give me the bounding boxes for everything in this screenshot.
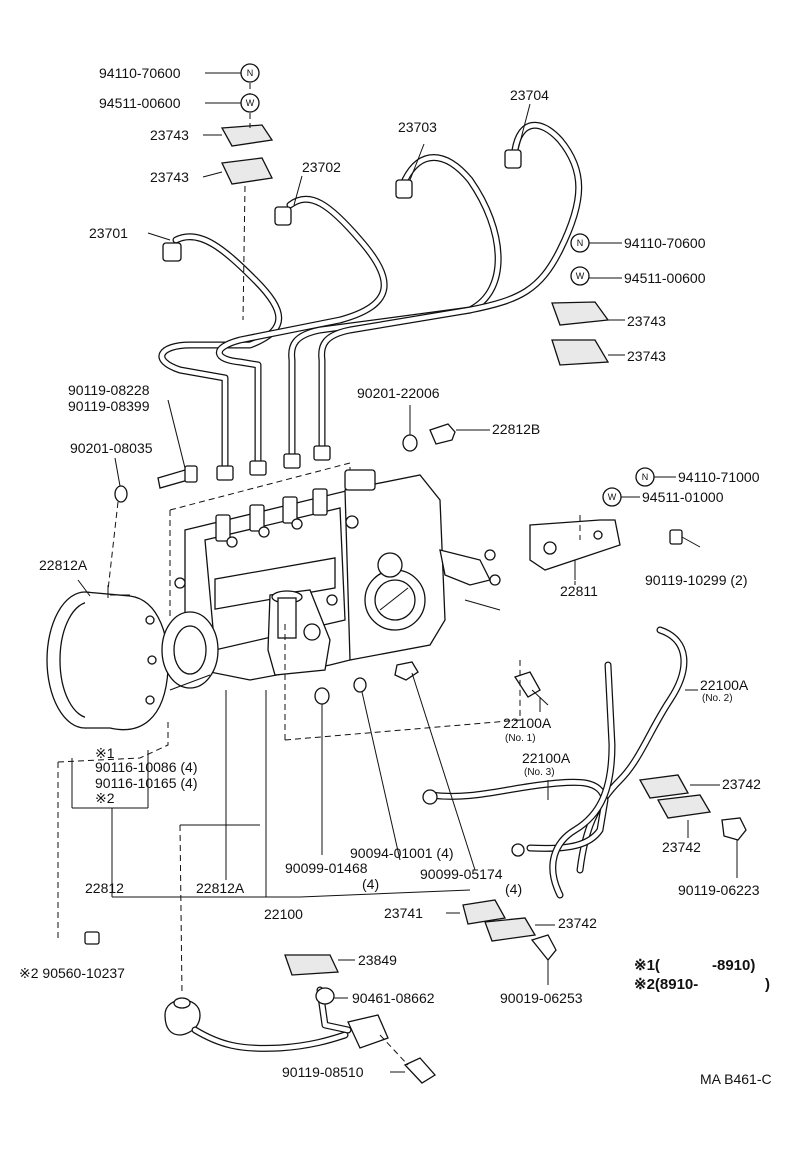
left-leader-lines <box>57 399 471 996</box>
clamp-23743-d-icon <box>551 339 610 366</box>
label-23704: 23704 <box>510 87 549 103</box>
label-90099-01468-qty: (4) <box>362 876 379 892</box>
part-labels: 94110-70600 94511-00600 23743 23743 2370… <box>19 65 761 1080</box>
label-90461-08662: 90461-08662 <box>352 990 435 1006</box>
label-23742-b: 23742 <box>662 839 701 855</box>
figure-code: MA B461-C <box>700 1071 772 1087</box>
legend-2-mark: ※2(8910- <box>634 976 698 993</box>
label-23742-a: 23742 <box>722 776 761 792</box>
label-mark-2: ※2 <box>95 790 115 806</box>
label-90119-08228: 90119-08228 <box>68 382 150 398</box>
washer-w-letter: W <box>246 98 255 108</box>
label-90099-01468: 90099-01468 <box>285 860 368 876</box>
clamp-group-top-left: N W <box>202 63 274 321</box>
label-90099-05174-qty: (4) <box>505 881 522 897</box>
legend-1-range: -8910) <box>712 957 755 974</box>
sensor-harness <box>84 931 436 1084</box>
label-90560-10237: ※2 90560-10237 <box>19 965 125 981</box>
label-mark-1: ※1 <box>95 745 115 761</box>
legend-1-mark: ※1( <box>634 957 660 974</box>
bracket-23849-icon <box>284 954 339 976</box>
clamp-23741-icon <box>462 899 507 925</box>
label-22812: 22812 <box>85 880 124 896</box>
washer-w-icon-right <box>570 266 590 286</box>
label-23743-b: 23743 <box>150 169 189 185</box>
label-22812B: 22812B <box>492 421 540 437</box>
clamp-23743-lower-icon <box>221 157 273 185</box>
label-22100A-no3-sub: (No. 3) <box>524 767 555 778</box>
label-22100A-no1-sub: (No. 1) <box>505 733 536 744</box>
label-90094-01001: 90094-01001 (4) <box>350 845 454 861</box>
plug-90560-icon <box>84 931 100 945</box>
label-94110-70600-top: 94110-70600 <box>99 65 181 81</box>
bracket-22811: N W <box>529 467 701 580</box>
nut-n-letter: N <box>247 68 254 78</box>
label-23743-d: 23743 <box>627 348 666 364</box>
label-23741: 23741 <box>384 905 423 921</box>
label-22100A-no2: 22100A <box>700 677 749 693</box>
washer-w-letter-right: W <box>576 271 585 281</box>
clamp-23742-c-icon <box>484 917 537 942</box>
label-94511-01000: 94511-01000 <box>642 489 724 505</box>
label-90201-22006: 90201-22006 <box>357 385 440 401</box>
label-90099-05174: 90099-05174 <box>420 866 503 882</box>
label-23743-c: 23743 <box>627 313 666 329</box>
label-22811: 22811 <box>560 583 598 599</box>
label-22812A-mid: 22812A <box>196 880 245 896</box>
label-94110-70600-right: 94110-70600 <box>624 235 706 251</box>
label-23702: 23702 <box>302 159 341 175</box>
coupling-flange-22812A <box>46 591 219 731</box>
pump-lower-hardware <box>284 620 521 871</box>
label-90116-10165: 90116-10165 (4) <box>95 775 197 791</box>
nut-n-letter-bracket: N <box>642 472 649 482</box>
clamps-lower-right <box>446 774 747 985</box>
label-90116-10086: 90116-10086 (4) <box>95 759 197 775</box>
leaders <box>147 103 576 712</box>
injection-pipes <box>158 121 583 481</box>
label-22100A-no1: 22100A <box>503 715 552 731</box>
label-94511-00600-right: 94511-00600 <box>624 270 706 286</box>
nut-n-letter-right: N <box>577 238 584 248</box>
label-23703: 23703 <box>398 119 437 135</box>
label-22100A-no2-sub: (No. 2) <box>702 693 733 704</box>
label-94110-71000: 94110-71000 <box>678 469 760 485</box>
legend: ※1( -8910) ※2(8910- ) <box>634 957 770 993</box>
label-90119-08399: 90119-08399 <box>68 398 150 414</box>
washer-w-letter-bracket: W <box>608 492 617 502</box>
legend-2-close: ) <box>765 976 770 993</box>
label-23849: 23849 <box>358 952 397 968</box>
label-22100: 22100 <box>264 906 303 922</box>
label-90019-06253: 90019-06253 <box>500 990 583 1006</box>
label-90119-10299: 90119-10299 (2) <box>645 572 747 588</box>
label-22812A-left: 22812A <box>39 557 88 573</box>
label-90119-08510: 90119-08510 <box>282 1064 364 1080</box>
label-94511-00600-top: 94511-00600 <box>99 95 181 111</box>
clamp-group-right: N W <box>551 233 625 366</box>
label-90119-06223: 90119-06223 <box>678 882 760 898</box>
label-90201-08035: 90201-08035 <box>70 440 153 456</box>
injection-pump-body <box>114 423 501 681</box>
clamp-23742-b-icon <box>656 794 712 819</box>
label-23742-c: 23742 <box>558 915 597 931</box>
clamp-23743-c-icon <box>551 301 610 326</box>
label-23743-a: 23743 <box>150 127 189 143</box>
fuel-pipes-22100A <box>422 626 698 899</box>
clamp-23743-upper-icon <box>220 124 274 147</box>
clamp-23742-a-icon <box>638 774 690 799</box>
label-22100A-no3: 22100A <box>522 750 571 766</box>
label-23701: 23701 <box>89 225 128 241</box>
